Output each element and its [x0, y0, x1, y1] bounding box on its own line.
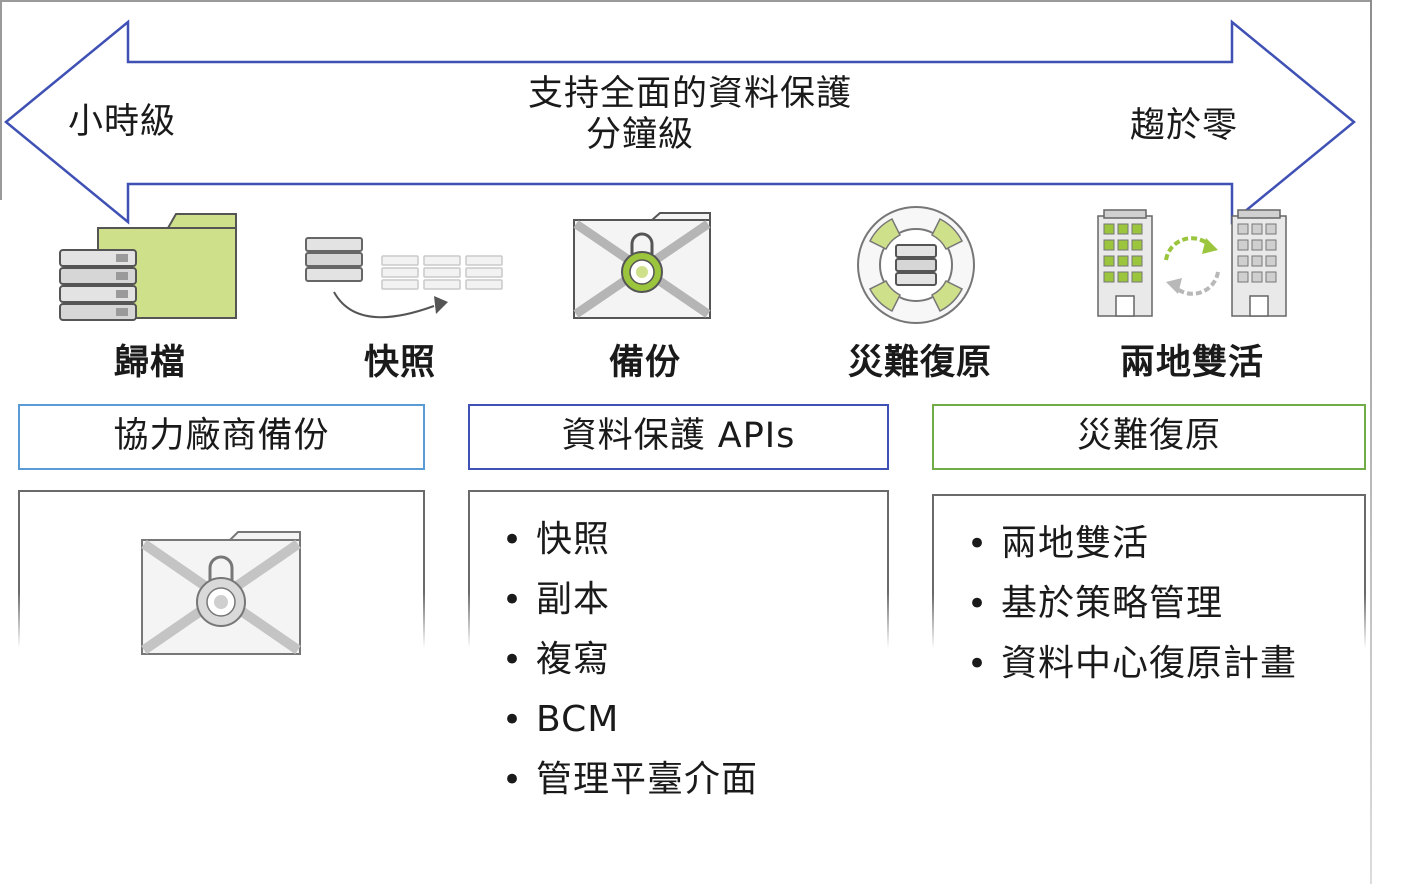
dual-datacenter-icon — [1097, 209, 1287, 317]
list-item: 兩地雙活 — [967, 514, 1297, 574]
disaster-recovery-list: 兩地雙活 基於策略管理 資料中心復原計畫 — [967, 514, 1297, 694]
timeline-double-arrow — [4, 19, 1356, 225]
data-protection-apis-list: 快照 副本 複寫 BCM 管理平臺介面 — [502, 510, 758, 810]
snapshot-icon — [305, 237, 503, 319]
list-item: 管理平臺介面 — [502, 750, 758, 810]
timeline-center-title: 支持全面的資料保護 分鐘級 — [470, 74, 910, 156]
list-item: 複寫 — [502, 630, 758, 690]
capability-label-active-active: 兩地雙活 — [1119, 343, 1264, 383]
category-header-disaster-recovery: 災難復原 — [932, 404, 1366, 470]
frame-left-border — [0, 0, 2, 200]
frame-top-border — [0, 0, 1372, 2]
frame-right-border — [1370, 0, 1372, 884]
timeline-left-label: 小時級 — [68, 102, 177, 142]
list-item: 副本 — [502, 570, 758, 630]
list-item: BCM — [502, 690, 758, 750]
list-item: 基於策略管理 — [967, 574, 1297, 634]
center-title-line2: 分鐘級 — [585, 115, 694, 155]
category-header-third-party-backup: 協力廠商備份 — [18, 404, 425, 470]
list-item: 資料中心復原計畫 — [967, 634, 1297, 694]
category-header-data-protection-apis: 資料保護 APIs — [468, 404, 889, 470]
capability-label-backup: 備份 — [608, 343, 681, 383]
capability-label-disaster-recovery: 災難復原 — [847, 343, 992, 383]
secure-folder-large-icon — [141, 531, 301, 655]
capability-label-archive: 歸檔 — [113, 343, 186, 383]
list-item: 快照 — [502, 510, 758, 570]
archive-folder-icon — [59, 213, 237, 321]
timeline-right-label: 趨於零 — [1130, 106, 1239, 146]
capability-label-snapshot: 快照 — [363, 343, 436, 383]
secure-folder-icon — [573, 212, 711, 319]
lifebuoy-icon — [857, 206, 975, 324]
center-title-line1: 支持全面的資料保護 — [527, 74, 852, 114]
